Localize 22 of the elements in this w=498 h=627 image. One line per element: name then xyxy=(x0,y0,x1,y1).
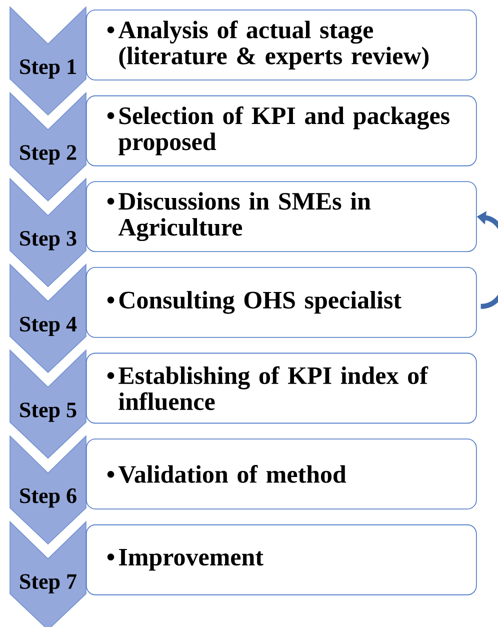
bullet: • xyxy=(107,372,114,379)
step-box xyxy=(86,267,477,338)
bullet: • xyxy=(107,198,114,205)
step-description: Analysis of actual stage (literature & experts review) xyxy=(118,20,429,70)
step-description: Improvement xyxy=(119,548,264,571)
step-description: Discussions in SMEs in Agriculture xyxy=(118,192,371,242)
bullet: • xyxy=(107,26,114,34)
step-box xyxy=(86,95,477,166)
step-box xyxy=(86,181,477,252)
bullet: • xyxy=(107,554,114,560)
step-box xyxy=(86,352,477,424)
step-description: Consulting OHS specialist xyxy=(119,290,402,314)
step-description: Validation of method xyxy=(118,465,346,483)
bullet: • xyxy=(107,112,114,120)
step-description: Selection of KPI and packages proposed xyxy=(118,106,450,156)
step-description: Establishing of KPI index of influence xyxy=(118,366,428,410)
step-box xyxy=(86,10,477,80)
bullet: • xyxy=(107,470,114,478)
bullet: • xyxy=(107,296,114,304)
node-label: Step 7 xyxy=(20,574,76,594)
step-box xyxy=(86,524,477,596)
step-box xyxy=(86,438,477,510)
